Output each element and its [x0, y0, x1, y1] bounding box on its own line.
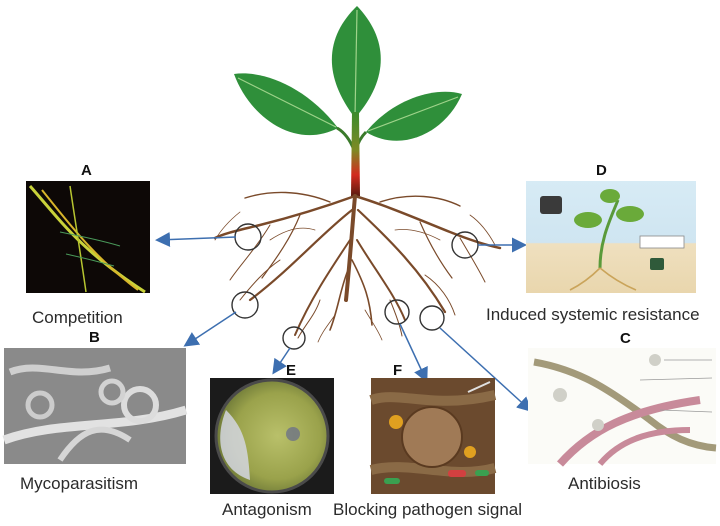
- panel-c-image: [528, 348, 717, 467]
- right-leaf: [366, 91, 462, 141]
- panel-d-image: [526, 181, 696, 293]
- panel-c-caption: Antibiosis: [568, 474, 641, 493]
- panel-d-letter: D: [596, 162, 607, 179]
- panel-d-caption: Induced systemic resistance: [486, 305, 700, 324]
- left-leaf: [234, 73, 338, 136]
- panel-e-caption: Antagonism: [222, 500, 312, 519]
- circle-isr: [451, 231, 479, 259]
- panel-c-letter: C: [620, 330, 631, 347]
- circle-antagonism: [282, 326, 306, 350]
- arrows: [155, 232, 533, 413]
- stem: [351, 112, 360, 196]
- panel-f-caption: Blocking pathogen signal: [333, 500, 523, 519]
- circle-blocking: [384, 299, 410, 325]
- panel-b-letter: B: [89, 329, 100, 346]
- circle-antibiosis: [419, 305, 445, 331]
- panel-e-letter: E: [286, 362, 297, 379]
- circle-mycoparasitism: [231, 291, 259, 319]
- panel-b-image: [2, 348, 188, 464]
- panel-f-letter: F: [393, 362, 403, 379]
- roots: [213, 191, 502, 343]
- panel-f-image: [369, 378, 497, 494]
- panel-e-image: [210, 378, 334, 494]
- panel-a-caption: Competition: [32, 308, 123, 327]
- root-zone-circles: [231, 223, 479, 350]
- panel-a-letter: A: [81, 162, 92, 179]
- panel-b-caption: Mycoparasitism: [20, 474, 139, 493]
- plant-leaves: [234, 6, 462, 151]
- panel-a-image: [26, 181, 150, 294]
